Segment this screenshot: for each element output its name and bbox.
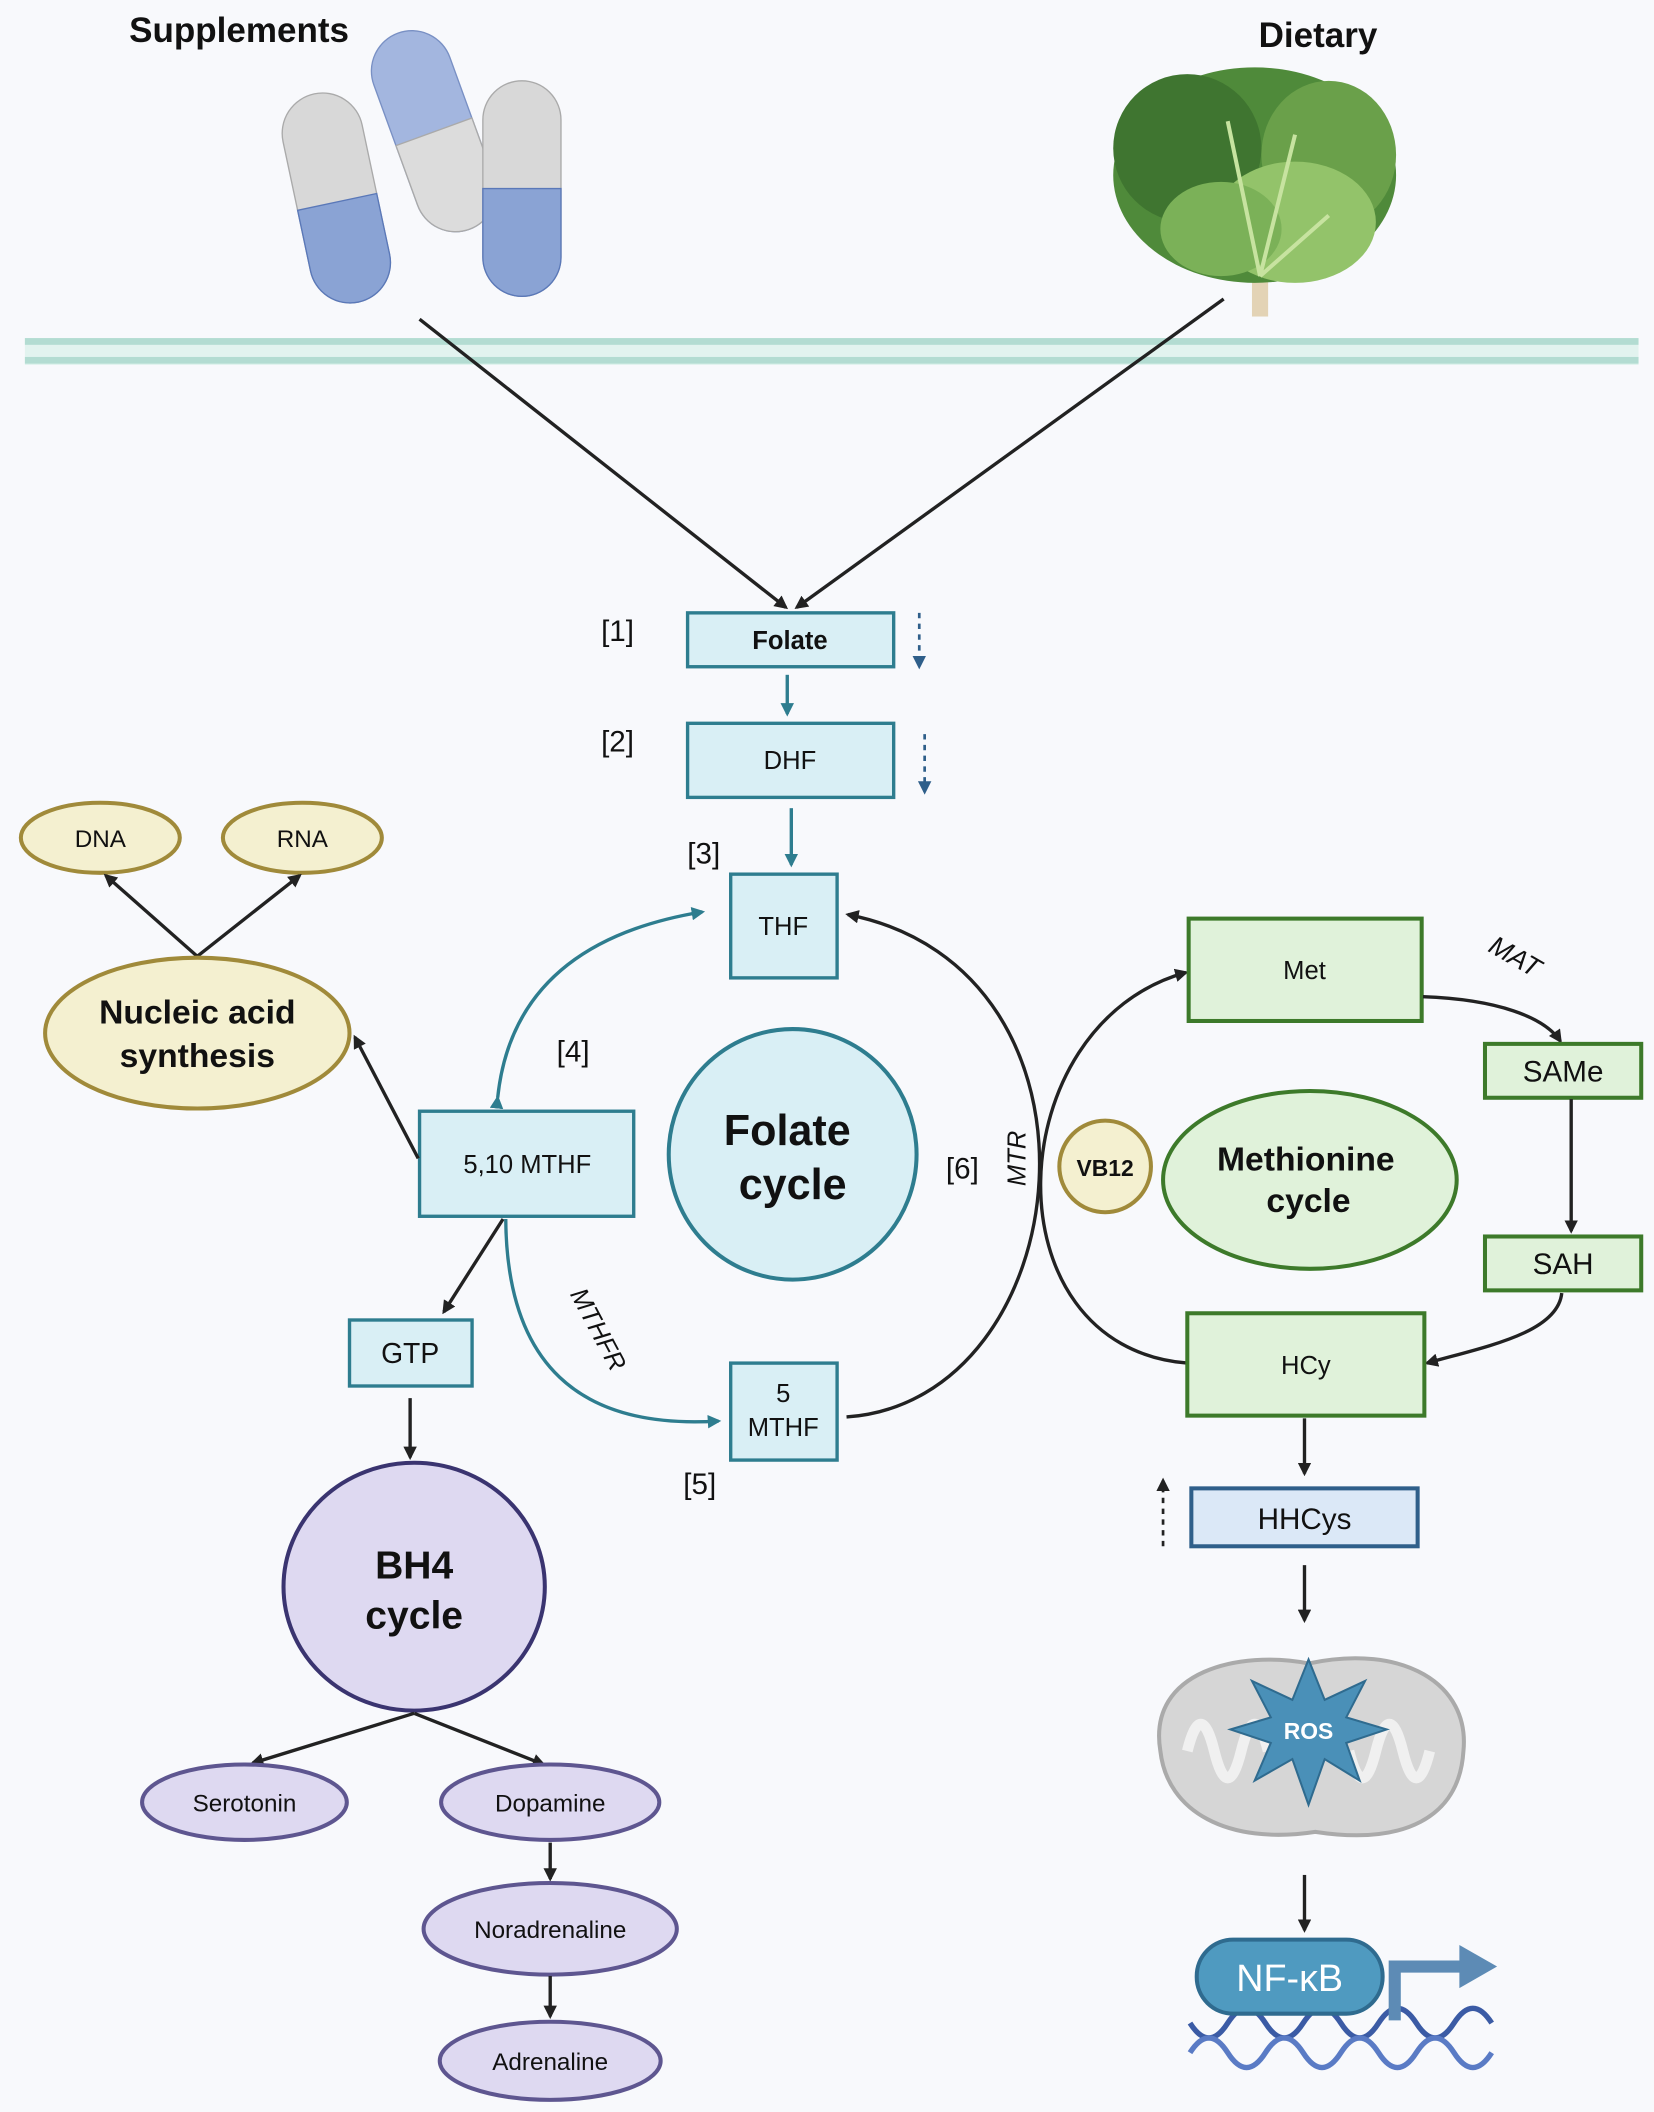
bh4-label-1: BH4 bbox=[375, 1545, 453, 1588]
hcy-box bbox=[1185, 1311, 1427, 1418]
dietary-label: Dietary bbox=[1259, 16, 1378, 55]
nfkb-label: NF-κB bbox=[1236, 1957, 1343, 1999]
methionine-label-1: Methionine bbox=[1217, 1141, 1395, 1178]
rna-node bbox=[220, 800, 384, 875]
mtr-label: MTR bbox=[1004, 1131, 1032, 1186]
same-label: SAMe bbox=[1523, 1056, 1604, 1089]
serotonin-node bbox=[140, 1762, 349, 1842]
mthfr-label: MTHFR bbox=[564, 1284, 631, 1376]
folate-cycle bbox=[666, 1027, 919, 1282]
dhf-label: DHF bbox=[764, 747, 817, 775]
thf-label: THF bbox=[758, 913, 808, 941]
step-2-label: [2] bbox=[601, 726, 634, 759]
ros-burst-icon bbox=[1227, 1656, 1390, 1808]
mthf5-label-1: 5 bbox=[776, 1380, 790, 1408]
ros-label: ROS bbox=[1284, 1718, 1334, 1744]
gtp-box bbox=[347, 1318, 474, 1388]
methionine-label-2: cycle bbox=[1266, 1183, 1350, 1220]
serotonin-label: Serotonin bbox=[193, 1791, 297, 1818]
folate-cycle-label-2: cycle bbox=[739, 1161, 847, 1209]
mat-label: MAT bbox=[1484, 930, 1549, 985]
dhf-box bbox=[685, 721, 896, 800]
bh4-cycle bbox=[281, 1460, 547, 1713]
transcription-arrow-icon bbox=[1388, 1960, 1464, 2021]
supplement-pills-icon bbox=[281, 30, 562, 304]
step-1-label: [1] bbox=[601, 615, 634, 648]
dopamine-label: Dopamine bbox=[495, 1791, 605, 1818]
lettuce-icon bbox=[1113, 67, 1397, 317]
mthf-510-label: 5,10 MTHF bbox=[463, 1151, 591, 1179]
noradrenaline-node bbox=[421, 1880, 679, 1977]
step-6-label: [6] bbox=[946, 1153, 979, 1186]
to-rna-arrow bbox=[196, 873, 302, 958]
mtr-5mthf-to-thf-arrow bbox=[845, 910, 1042, 1419]
step-5-label: [5] bbox=[683, 1468, 716, 1501]
to-dopamine-arrow bbox=[413, 1711, 546, 1767]
nucleic-label-2: synthesis bbox=[120, 1038, 275, 1075]
to-nucleic-arrow bbox=[353, 1034, 420, 1160]
methionine-cycle bbox=[1161, 1089, 1459, 1271]
bh4-label-2: cycle bbox=[365, 1594, 463, 1637]
mtr-hcy-to-met-arrow bbox=[1039, 968, 1189, 1365]
folate-label: Folate bbox=[752, 627, 827, 655]
same-box bbox=[1482, 1041, 1644, 1100]
sah-box bbox=[1482, 1234, 1644, 1293]
rna-label: RNA bbox=[277, 826, 329, 853]
dopamine-node bbox=[439, 1762, 662, 1842]
mthf-510-box bbox=[417, 1109, 636, 1218]
sah-to-hcy-arrow bbox=[1424, 1292, 1564, 1367]
hhcys-label: HHCys bbox=[1258, 1503, 1352, 1536]
to-gtp-arrow bbox=[442, 1218, 505, 1315]
to-serotonin-arrow bbox=[249, 1711, 415, 1767]
folate-cycle-label-1: Folate bbox=[724, 1107, 851, 1155]
folate-box bbox=[685, 611, 896, 669]
mthf5-label-2: MTHF bbox=[748, 1414, 819, 1442]
met-box bbox=[1186, 916, 1424, 1023]
cell-membrane bbox=[24, 338, 1639, 366]
dna-helix-icon bbox=[1187, 2005, 1494, 2071]
thf-box bbox=[729, 872, 839, 980]
dietary-arrow bbox=[794, 297, 1225, 610]
vb12-node bbox=[1057, 1118, 1153, 1215]
noradrenaline-label: Noradrenaline bbox=[474, 1917, 626, 1944]
mthf5-box bbox=[729, 1361, 839, 1462]
mthfr-arrow bbox=[504, 1218, 722, 1429]
adrenaline-node bbox=[437, 2019, 663, 2102]
sah-label: SAH bbox=[1533, 1248, 1594, 1281]
nucleic-label-1: Nucleic acid bbox=[99, 995, 295, 1032]
supplement-arrow bbox=[418, 317, 789, 610]
nucleic-acid-synthesis-node bbox=[43, 955, 352, 1111]
nfkb-node bbox=[1194, 1937, 1385, 2016]
dna-label: DNA bbox=[75, 826, 127, 853]
to-dna-arrow bbox=[103, 873, 199, 958]
gtp-label: GTP bbox=[381, 1337, 439, 1369]
dna-node bbox=[18, 800, 182, 875]
thf-510mthf-arrow bbox=[489, 906, 706, 1110]
hcy-label: HCy bbox=[1281, 1352, 1331, 1380]
supplements-label: Supplements bbox=[129, 11, 349, 50]
hhcys-box bbox=[1189, 1486, 1420, 1549]
step-4-label: [4] bbox=[557, 1035, 590, 1068]
transcription-arrowhead bbox=[1459, 1944, 1498, 1989]
met-label: Met bbox=[1283, 957, 1326, 985]
step-3-label: [3] bbox=[687, 837, 720, 870]
adrenaline-label: Adrenaline bbox=[492, 2049, 608, 2076]
met-to-same-arrow bbox=[1422, 995, 1562, 1044]
vb12-label: VB12 bbox=[1077, 1155, 1134, 1181]
